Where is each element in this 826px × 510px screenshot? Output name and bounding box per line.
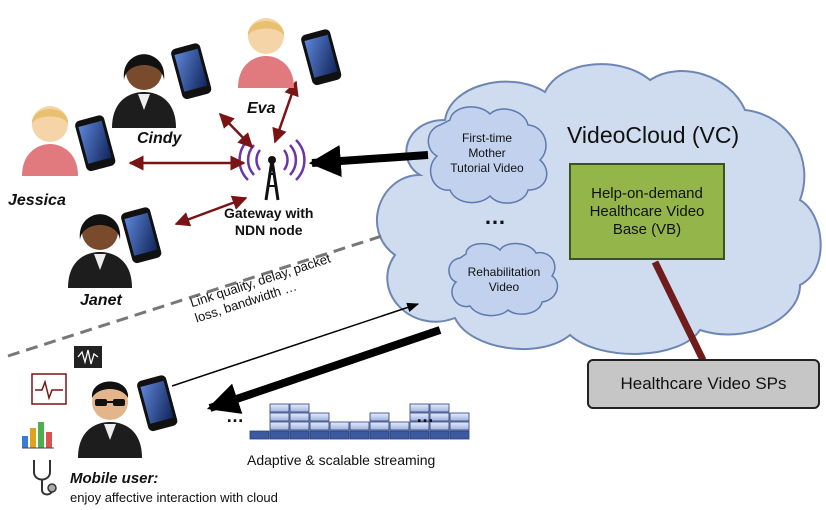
name-janet: Janet	[80, 292, 122, 309]
video-base-box: Help-on-demand Healthcare Video Base (VB…	[569, 163, 725, 260]
smartphone-icon	[137, 375, 178, 432]
stream-layer-block	[289, 421, 310, 431]
peer-links	[128, 80, 299, 227]
antenna-tower-icon	[238, 139, 306, 201]
stream-layer-block	[389, 421, 410, 431]
stream-left-dots: …	[226, 406, 246, 426]
cloud-to-gateway-arrow	[308, 145, 429, 177]
service-providers-box: Healthcare Video SPs	[587, 359, 820, 409]
name-eva: Eva	[247, 100, 276, 117]
stream-to-user-arrow	[206, 326, 442, 414]
stream-layer-block	[289, 430, 310, 440]
stream-layer-block	[309, 430, 330, 440]
stream-layer-block	[289, 403, 310, 413]
streaming-label: Adaptive & scalable streaming	[247, 452, 436, 468]
mobile-user-subtitle: enjoy affective interaction with cloud	[70, 490, 278, 505]
name-jessica: Jessica	[8, 192, 66, 209]
videocloud-title: VideoCloud (VC)	[567, 122, 740, 148]
gateway-label-line1: Gateway with	[224, 205, 314, 221]
streaming-bars	[249, 403, 470, 440]
network-divider	[7, 234, 383, 358]
video-tutorial-line2: Mother	[468, 146, 506, 160]
smartphone-icon	[75, 115, 116, 172]
feedback-arrow	[171, 302, 420, 387]
video-cloud-tutorial	[427, 106, 548, 204]
vb-line2: Healthcare Video	[589, 202, 705, 220]
audio-wave-icon	[74, 346, 102, 368]
stream-layer-block	[289, 412, 310, 422]
stream-layer-block	[429, 421, 450, 431]
sunglasses-user-icon	[78, 381, 142, 458]
stream-layer-block	[429, 430, 450, 440]
video-rehab-line2: Video	[488, 280, 520, 294]
stethoscope-icon	[33, 460, 57, 496]
stream-layer-block	[429, 412, 450, 422]
stream-layer-block	[369, 421, 390, 431]
stream-layer-block	[409, 403, 430, 413]
name-cindy: Cindy	[137, 130, 182, 147]
smartphone-icon	[121, 207, 162, 264]
stream-layer-block	[449, 421, 470, 431]
stream-layer-block	[269, 403, 290, 413]
stream-layer-block	[309, 421, 330, 431]
video-rehab-line1: Rehabilitation	[467, 265, 541, 279]
stream-layer-block	[369, 430, 390, 440]
stream-layer-block	[309, 412, 330, 422]
mobile-user-title: Mobile user:	[70, 470, 159, 487]
video-tutorial-line1: First-time	[462, 131, 512, 145]
female-user-icon	[22, 106, 78, 176]
stream-layer-block	[269, 421, 290, 431]
businesswoman-icon	[112, 54, 176, 128]
video-tutorial-line3: Tutorial Video	[450, 161, 524, 175]
bar-chart-icon	[22, 422, 54, 449]
stream-layer-block	[349, 430, 370, 440]
businesswoman-icon	[68, 214, 132, 288]
stream-layer-block	[349, 421, 370, 431]
smartphone-icon	[301, 29, 342, 86]
cloud-ellipsis: …	[484, 204, 508, 229]
stream-layer-block	[269, 430, 290, 440]
stream-layer-block	[249, 430, 270, 440]
stream-layer-block	[409, 412, 430, 422]
vb-sp-link	[651, 260, 707, 362]
video-tutorial-label: First-time Mother Tutorial Video	[436, 131, 538, 176]
female-user-icon	[238, 18, 294, 88]
smartphone-icon	[171, 43, 212, 100]
video-cloud-rehabilitation	[448, 242, 559, 317]
stream-layer-block	[409, 430, 430, 440]
stream-layer-block	[329, 421, 350, 431]
stream-layer-block	[449, 412, 470, 422]
stream-layer-block	[449, 430, 470, 440]
stream-layer-block	[329, 430, 350, 440]
stream-layer-block	[269, 412, 290, 422]
heart-monitor-icon	[31, 373, 67, 405]
gateway-label-line2: NDN node	[234, 222, 303, 238]
stream-layer-block	[389, 430, 410, 440]
video-rehab-label: Rehabilitation Video	[454, 265, 554, 295]
stream-layer-block	[409, 421, 430, 431]
vb-line3: Base (VB)	[612, 220, 682, 238]
stream-right-dots: …	[416, 406, 436, 426]
stream-layer-block	[429, 403, 450, 413]
stream-layer-block	[369, 412, 390, 422]
gateway-label: Gateway with NDN node	[224, 205, 313, 239]
vb-line1: Help-on-demand	[591, 184, 703, 202]
